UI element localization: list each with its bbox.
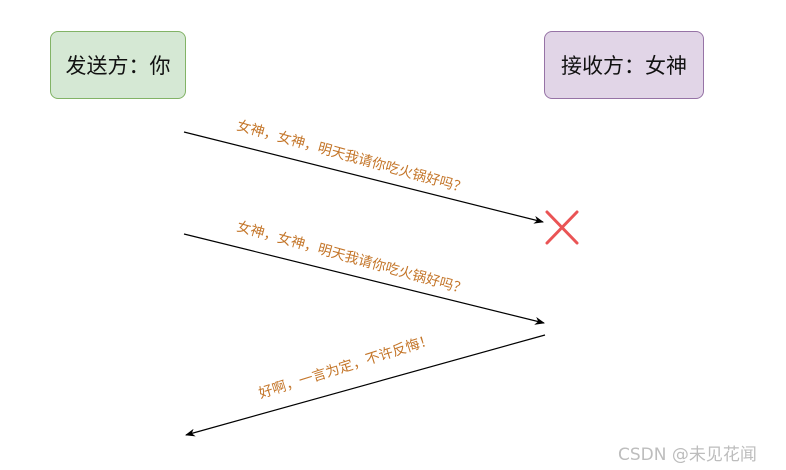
arrow-message-1 — [183, 131, 544, 224]
arrow-message-2 — [183, 233, 545, 325]
sender-label: 发送方：你 — [65, 54, 171, 78]
receiver-label: 接收方：女神 — [561, 54, 687, 78]
receiver-node: 接收方：女神 — [544, 31, 704, 99]
sender-node: 发送方：你 — [50, 31, 186, 99]
watermark: CSDN @未见花闻 — [618, 445, 757, 465]
arrow-message-3 — [185, 334, 546, 437]
x-cross-icon — [545, 210, 579, 245]
